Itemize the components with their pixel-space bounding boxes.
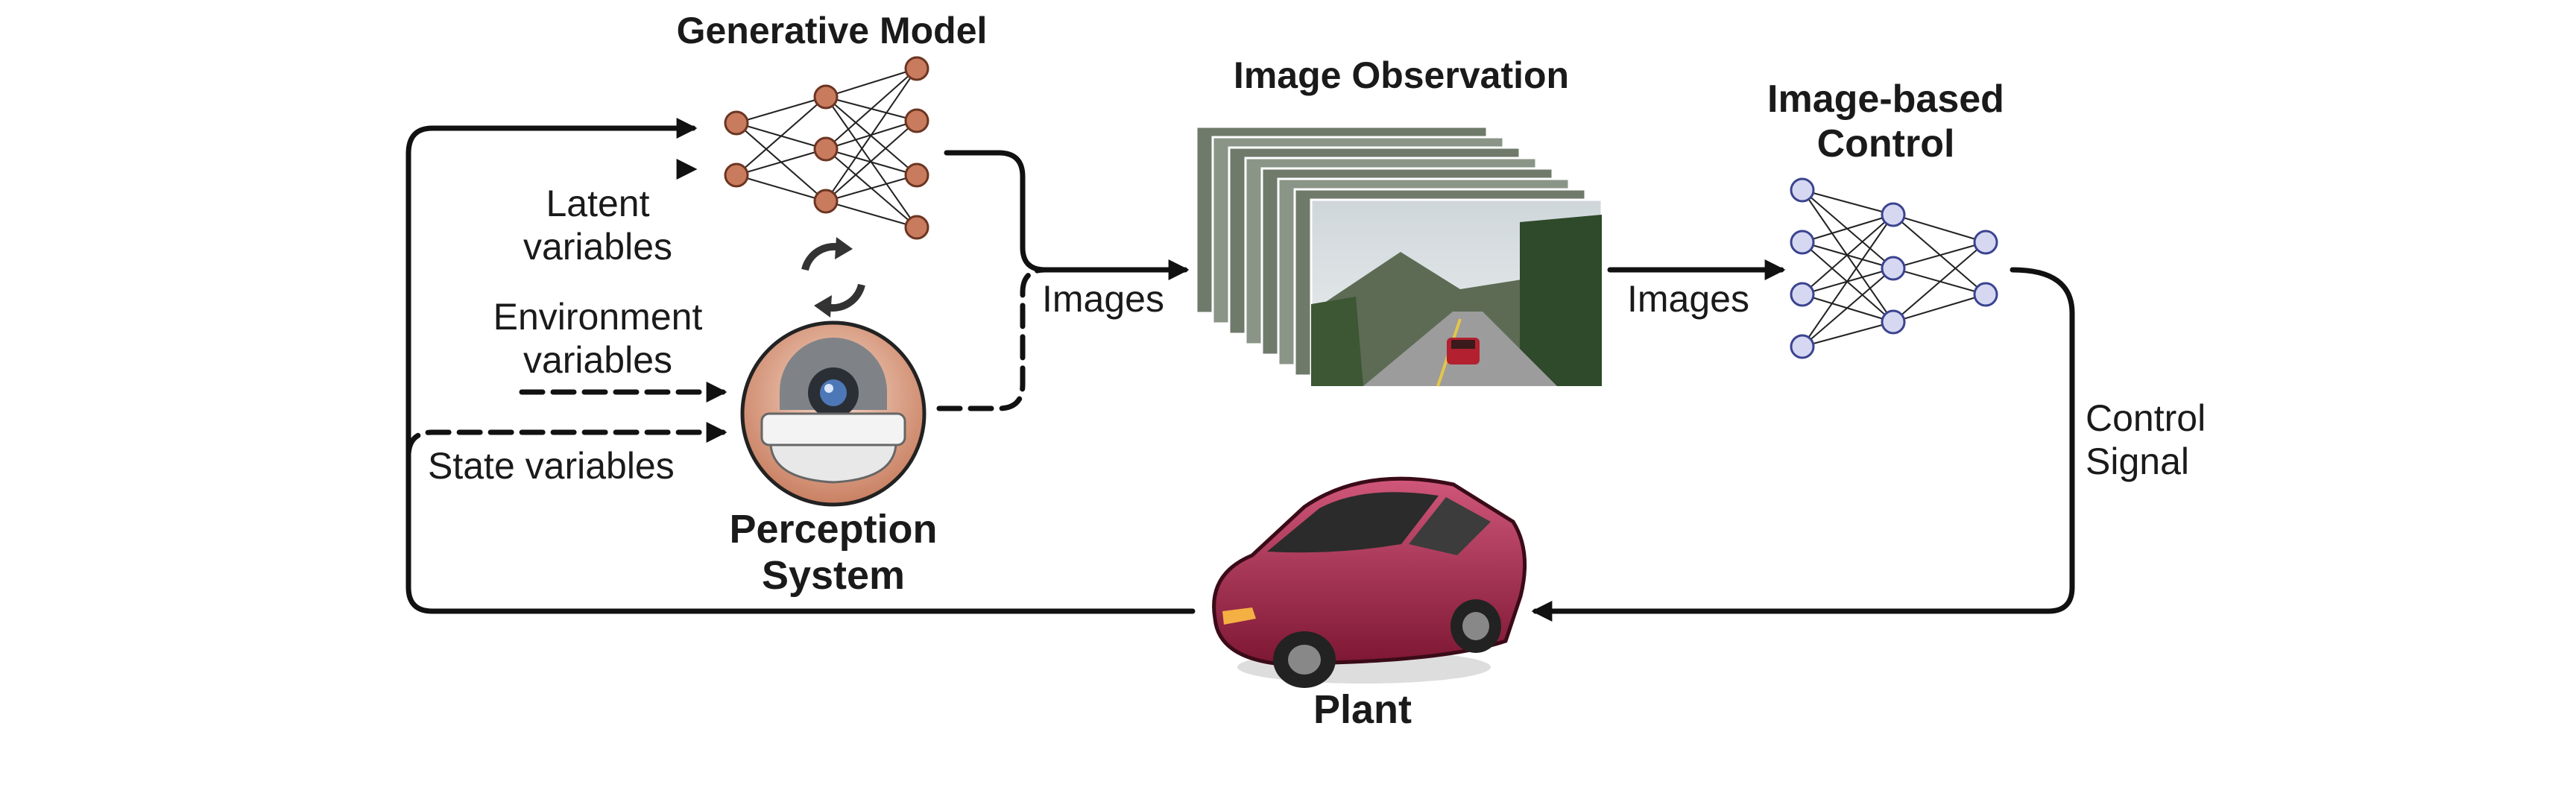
generative-node <box>724 162 749 188</box>
control-title-line2: Control <box>1817 122 1955 165</box>
control-edge <box>1892 214 1986 243</box>
control-signal-label-line1: Control <box>2086 397 2206 439</box>
perception-label-line2: System <box>762 553 905 598</box>
generative-model-network <box>724 56 929 240</box>
control-node <box>1881 202 1906 227</box>
car-icon <box>1212 476 1527 688</box>
control-node <box>1790 334 1815 359</box>
generative-edge <box>825 174 918 202</box>
latent-label-line2: variables <box>523 226 672 268</box>
control-edge <box>1802 214 1894 295</box>
road-scene-image <box>1310 198 1603 388</box>
generative-node <box>813 136 839 162</box>
control-edge <box>1892 241 1986 323</box>
generative-edge <box>825 148 918 176</box>
image-observation-title: Image Observation <box>1234 54 1569 96</box>
flow-arrows <box>405 118 2075 622</box>
control-node <box>1790 282 1815 307</box>
generative-edge <box>736 148 827 176</box>
cycle-icon <box>801 237 865 318</box>
generative-edge <box>825 68 918 150</box>
images-label-left: Images <box>1042 278 1164 320</box>
control-node <box>1790 177 1815 203</box>
generative-output-arrow <box>944 150 1190 280</box>
control-edge <box>1802 189 1894 215</box>
control-node <box>1881 309 1906 335</box>
state-input-arrow <box>405 422 727 487</box>
control-signal-arrow <box>1531 267 2075 622</box>
control-edge <box>1802 268 1894 347</box>
control-edge <box>1802 321 1894 347</box>
environment-label-line2: variables <box>523 339 672 381</box>
image-observation-stack <box>1195 125 1603 388</box>
images-label-right: Images <box>1627 278 1749 320</box>
environment-label-line1: Environment <box>493 296 703 338</box>
state-label: State variables <box>428 445 675 487</box>
generative-edge <box>825 200 918 228</box>
generative-node <box>724 110 749 136</box>
control-node <box>1790 230 1815 255</box>
generative-node <box>904 108 929 133</box>
control-network <box>1790 177 1998 359</box>
generative-edge <box>736 174 827 202</box>
generative-model-title: Generative Model <box>677 10 988 51</box>
control-node <box>1881 256 1906 281</box>
generative-edge <box>736 96 827 176</box>
control-node <box>1973 230 1998 255</box>
generative-node <box>813 189 839 214</box>
generative-edge <box>825 68 918 98</box>
camera-icon <box>740 321 926 507</box>
plant-label: Plant <box>1313 687 1412 732</box>
generative-edge <box>736 96 827 124</box>
generative-node <box>904 56 929 81</box>
feedback-loop-arrow <box>405 118 1196 614</box>
control-node <box>1973 282 1998 307</box>
generative-edge <box>825 68 918 202</box>
control-title-line1: Image-based <box>1767 78 2004 121</box>
control-signal-label-line2: Signal <box>2086 441 2189 482</box>
latent-label-line1: Latent <box>546 183 649 224</box>
control-edge <box>1802 214 1894 347</box>
generative-node <box>813 84 839 110</box>
perception-label-line1: Perception <box>729 507 937 552</box>
control-edge <box>1892 241 1986 269</box>
control-edge <box>1892 294 1986 323</box>
perception-output-arrow <box>936 267 1048 411</box>
generative-node <box>904 215 929 240</box>
generative-node <box>904 162 929 188</box>
control-edge <box>1802 214 1894 243</box>
generative-edge <box>825 120 918 202</box>
